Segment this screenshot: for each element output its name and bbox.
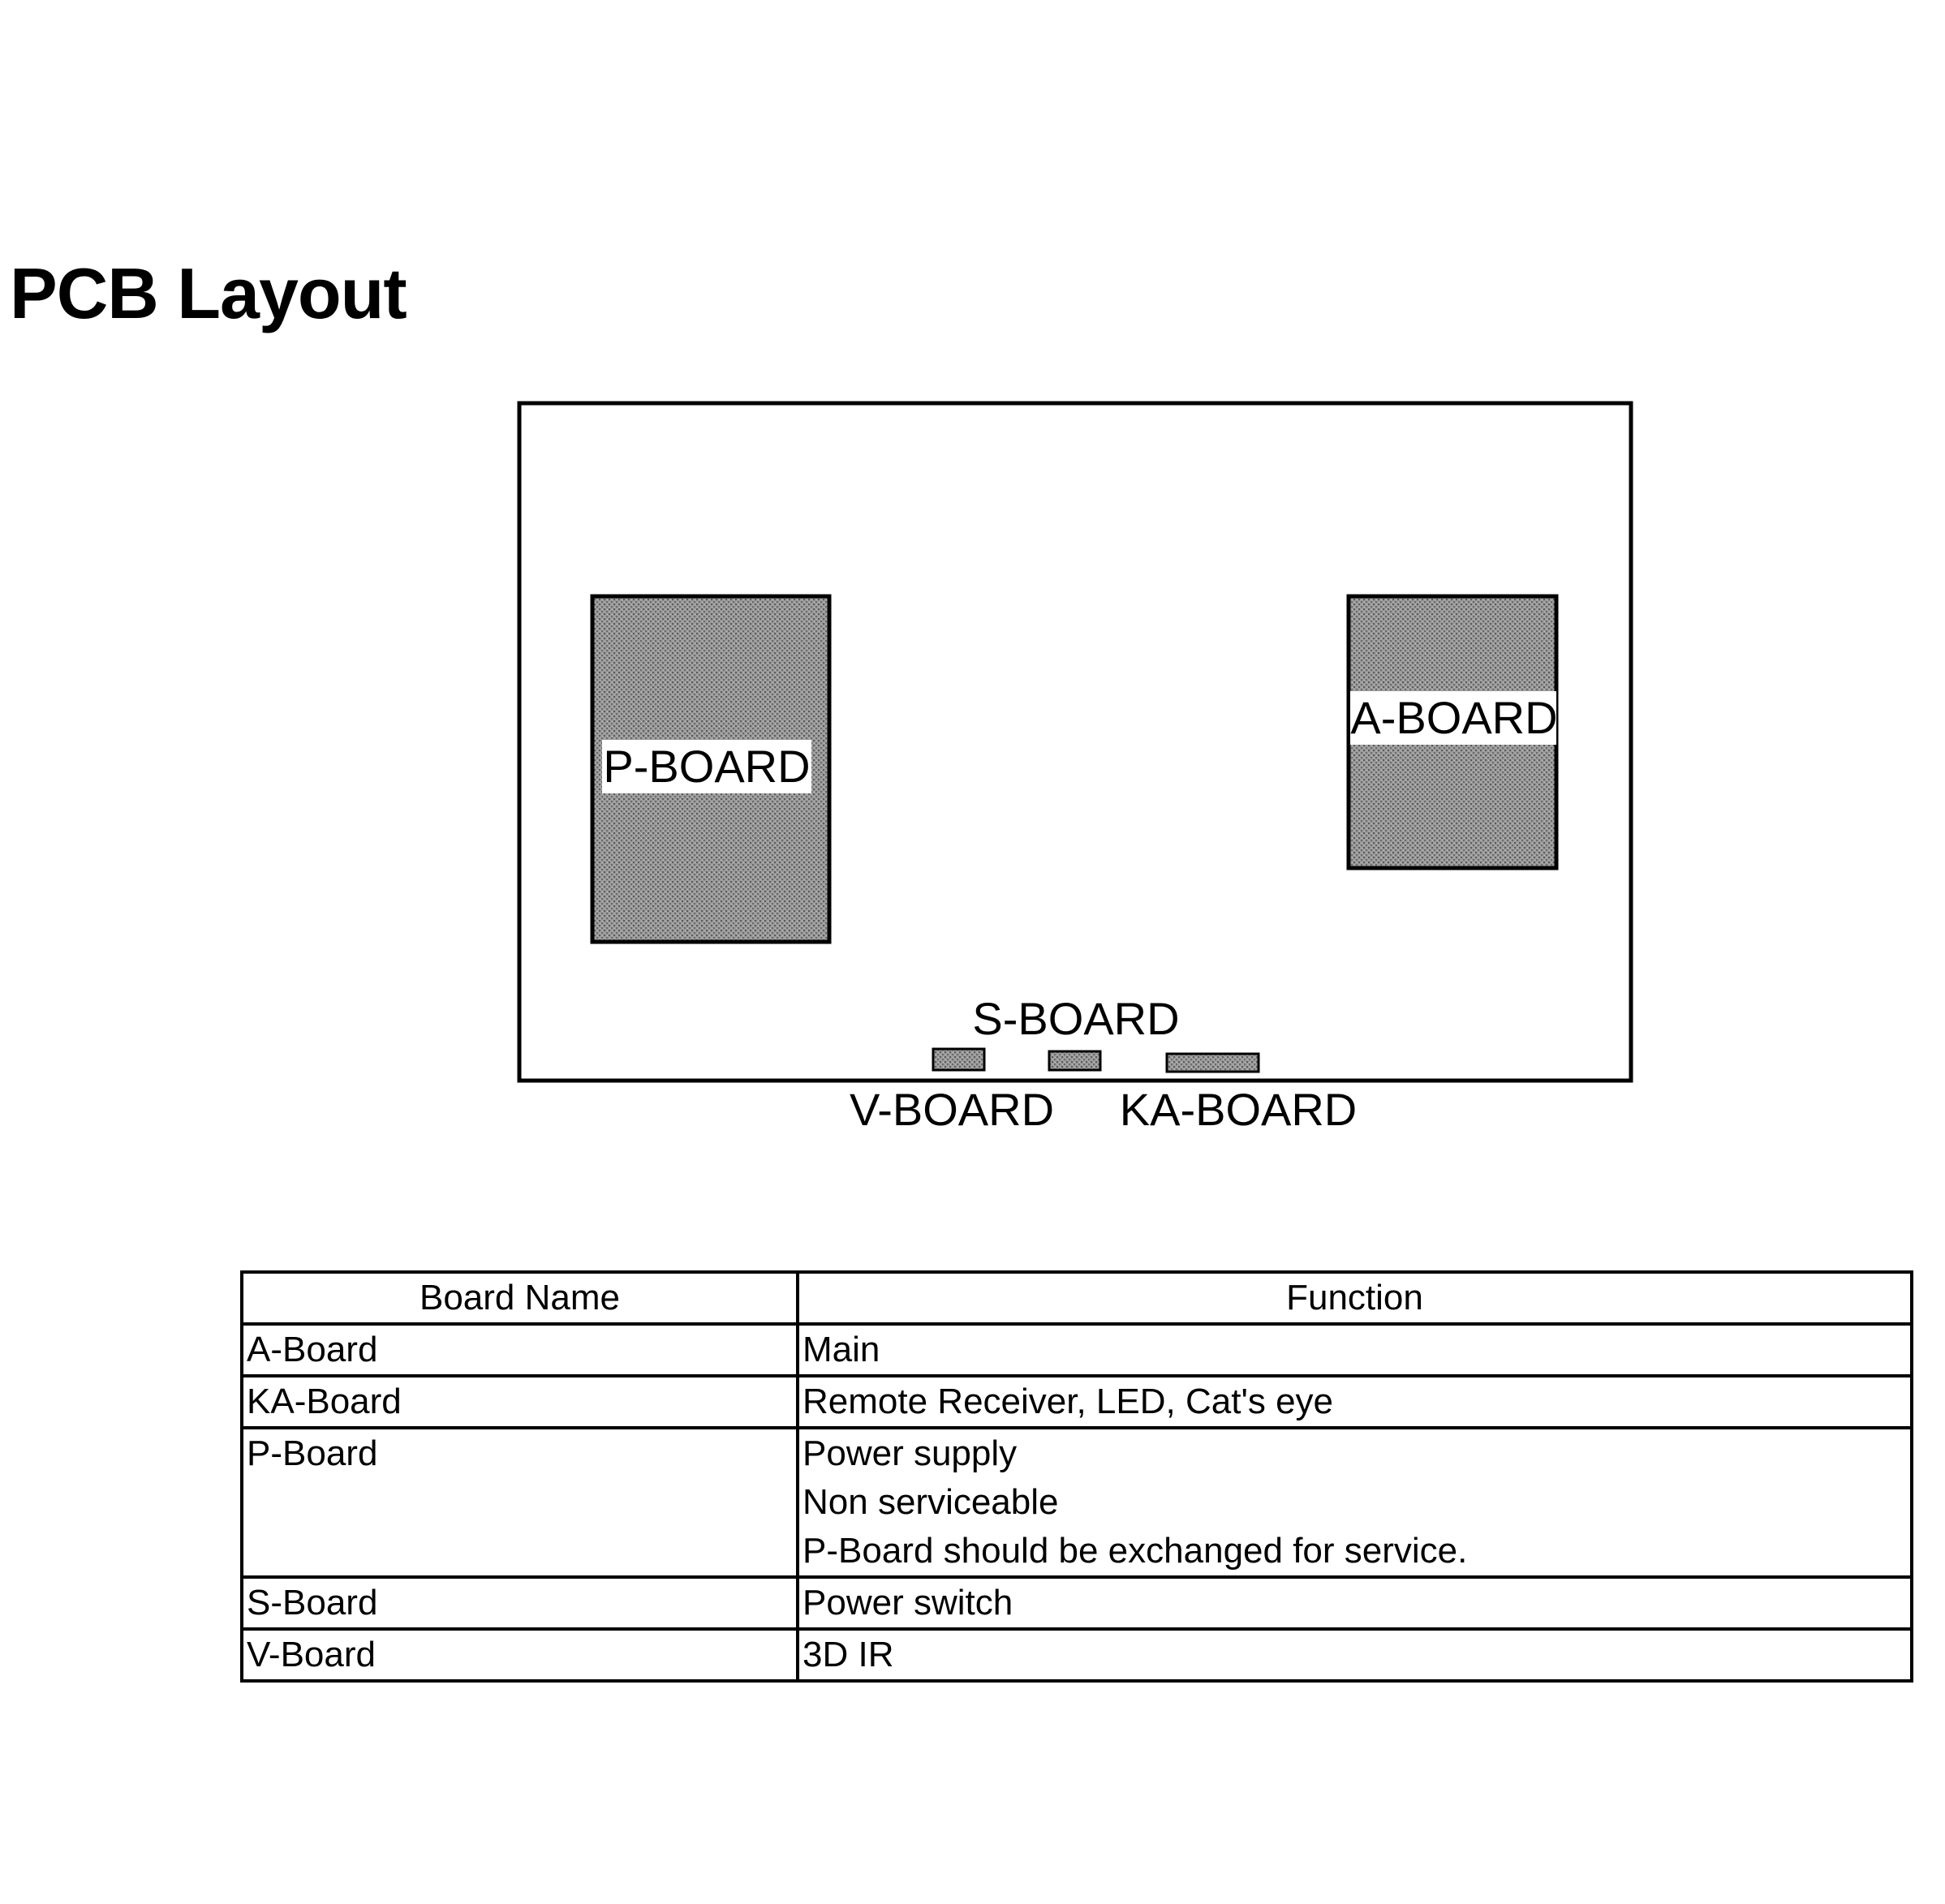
s-board-block [1048,1050,1102,1072]
pcb-layout-diagram: P-BOARD A-BOARD S-BOARD V-BOARD KA-BOARD [517,401,1633,1135]
function-line: Non serviceable [803,1482,1059,1522]
function-header: Function [796,1270,1913,1326]
p-board-label-bg [602,740,811,793]
ka-board-label: KA-BOARD [1120,1084,1358,1135]
a-board-label-bg [1350,691,1556,745]
board-name-cell: S-Board [240,1575,799,1631]
function-cell: Power supply Non serviceable P-Board sho… [796,1426,1913,1579]
function-cell: Remote Receiver, LED, Cat's eye [796,1374,1913,1429]
s-board-label: S-BOARD [972,993,1179,1044]
s-board: S-BOARD [972,993,1180,1072]
table-header-row: Board Name Function [240,1270,1913,1326]
p-board: P-BOARD [590,594,832,944]
table-row: V-Board 3D IR [240,1627,1913,1683]
a-board: A-BOARD [1346,594,1559,870]
table-row: A-Board Main [240,1322,1913,1377]
table-row: S-Board Power switch [240,1575,1913,1631]
p-board-label: P-BOARD [603,741,810,792]
function-line: 3D IR [803,1635,894,1674]
function-line: P-Board should be exchanged for service. [803,1531,1468,1571]
ka-board: KA-BOARD [1120,1052,1358,1135]
page-title: PCB Layout [10,253,407,333]
board-name-cell: V-Board [240,1627,799,1683]
function-cell: Power switch [796,1575,1913,1631]
function-line: Power supply [803,1433,1018,1473]
table-row: P-Board Power supply Non serviceable P-B… [240,1426,1913,1579]
function-cell: Main [796,1322,1913,1377]
table-row: KA-Board Remote Receiver, LED, Cat's eye [240,1374,1913,1429]
v-board-label: V-BOARD [850,1084,1054,1135]
board-name-cell: P-Board [240,1426,799,1579]
function-line: Power switch [803,1583,1013,1622]
board-name-cell: KA-Board [240,1374,799,1429]
a-board-label: A-BOARD [1350,692,1557,743]
ka-board-block [1165,1052,1260,1073]
board-function-table: Board Name Function A-Board Main KA-Boar… [240,1270,1913,1683]
function-line: Remote Receiver, LED, Cat's eye [803,1382,1334,1421]
function-line: Main [803,1330,880,1369]
function-cell: 3D IR [796,1627,1913,1683]
v-board-block [932,1047,986,1072]
board-name-header: Board Name [240,1270,799,1326]
board-name-cell: A-Board [240,1322,799,1377]
v-board: V-BOARD [850,1047,1054,1135]
